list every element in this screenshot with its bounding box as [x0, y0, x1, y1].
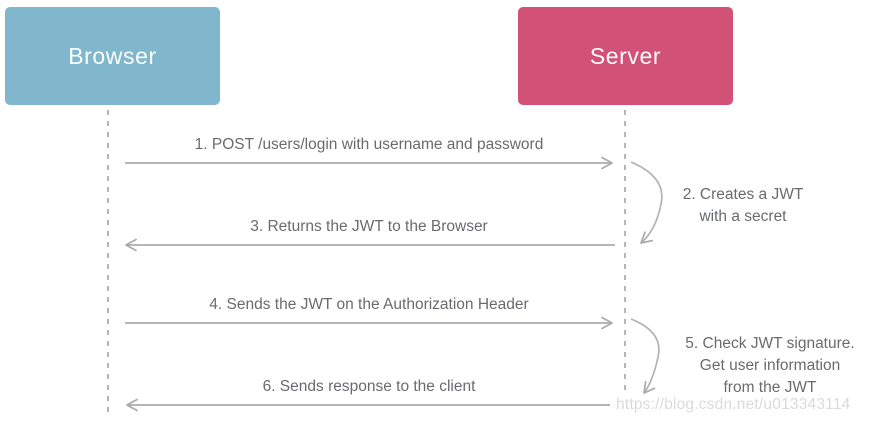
watermark-url: https://blog.csdn.net/u013343114 [616, 396, 851, 413]
message-label-1: 1. POST /users/login with username and p… [194, 136, 544, 153]
self-action-5-line-2: Get user information [699, 357, 841, 374]
self-action-2-line-2: with a secret [699, 208, 787, 225]
self-action-2-line-1: 2. Creates a JWT [682, 186, 804, 203]
message-label-3: 3. Returns the JWT to the Browser [250, 218, 488, 235]
message-label-6: 6. Sends response to the client [262, 378, 476, 395]
actor-box-browser: Browser [5, 7, 220, 105]
actor-box-server: Server [518, 7, 733, 105]
self-action-label-5: 5. Check JWT signature. Get user informa… [651, 333, 871, 399]
self-loop-arrow-2 [630, 161, 663, 244]
self-action-label-2: 2. Creates a JWT with a secret [643, 184, 843, 228]
self-action-5-line-1: 5. Check JWT signature. [685, 335, 855, 352]
self-action-5-line-3: from the JWT [723, 379, 817, 396]
message-label-4: 4. Sends the JWT on the Authorization He… [209, 296, 529, 313]
self-loop-arrow-5 [630, 318, 660, 394]
